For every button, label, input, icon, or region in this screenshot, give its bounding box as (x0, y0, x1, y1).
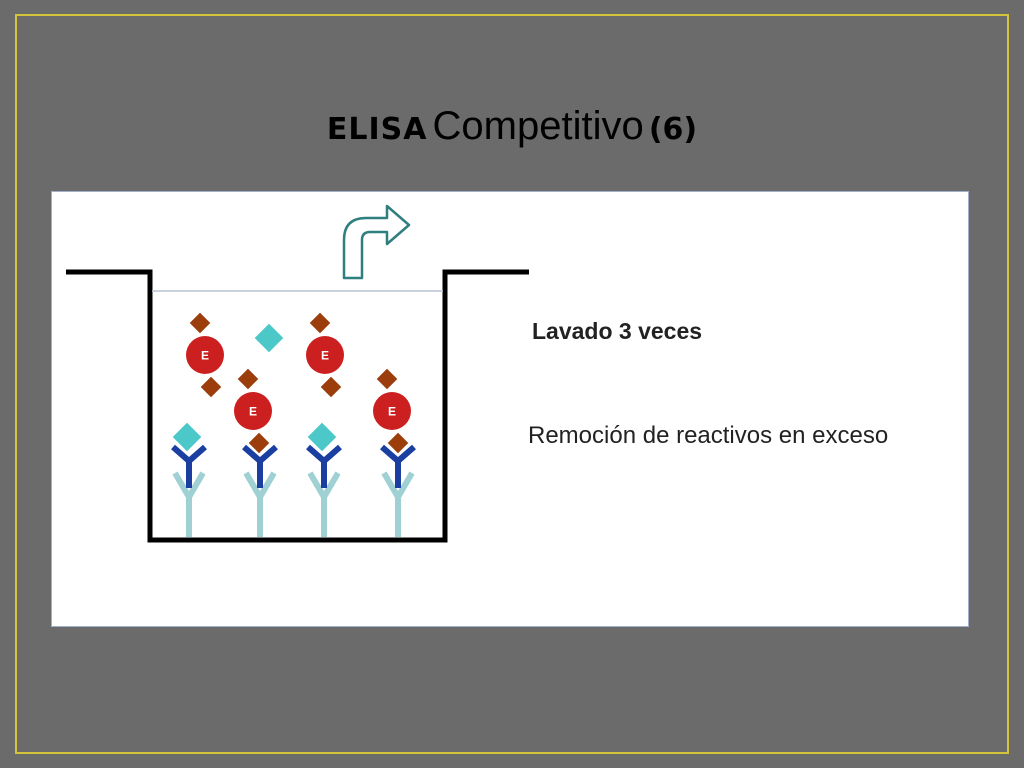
title-word: Competitivo (432, 104, 644, 148)
title-prefix: ELISA (326, 112, 428, 147)
enzyme-circle (234, 392, 272, 430)
enzyme-circle (306, 336, 344, 374)
wash-arrow-icon (342, 204, 411, 280)
hapten-diamond (319, 375, 343, 399)
well-outline (66, 269, 529, 543)
hapten-diamond (236, 367, 260, 391)
capture-antibody (172, 471, 206, 537)
hapten-diamond (247, 431, 271, 455)
elisa-diagram: E E E E (66, 204, 529, 543)
enzyme-label: E (388, 405, 396, 419)
antigen-diamond (253, 322, 285, 354)
title-number: (6) (648, 112, 698, 147)
antigen-diamond (171, 421, 203, 453)
hapten-diamond (386, 431, 410, 455)
detection-antibody (171, 444, 207, 488)
antigen-diamond (306, 421, 338, 453)
enzyme-label: E (321, 349, 329, 363)
detection-antibody (242, 444, 278, 488)
molecule-layer: E E E E (171, 311, 416, 537)
hapten-diamond (308, 311, 332, 335)
step-label: Lavado 3 veces (532, 318, 703, 344)
detection-antibody (306, 444, 342, 488)
detection-antibody (380, 444, 416, 488)
hapten-diamond (188, 311, 212, 335)
capture-antibody (381, 471, 415, 537)
step-description: Remoción de reactivos en exceso (528, 422, 889, 449)
enzyme-label: E (201, 349, 209, 363)
diagram-panel: E E E E Lavado 3 veces Remoción de reactivo… (51, 191, 969, 627)
slide-title: ELISA Competitivo (6) (0, 104, 1024, 149)
capture-antibody (307, 471, 341, 537)
enzyme-circle (186, 336, 224, 374)
hapten-diamond (199, 375, 223, 399)
hapten-diamond (375, 367, 399, 391)
capture-antibody (243, 471, 277, 537)
enzyme-label: E (249, 405, 257, 419)
slide-frame (15, 14, 1009, 754)
enzyme-circle (373, 392, 411, 430)
